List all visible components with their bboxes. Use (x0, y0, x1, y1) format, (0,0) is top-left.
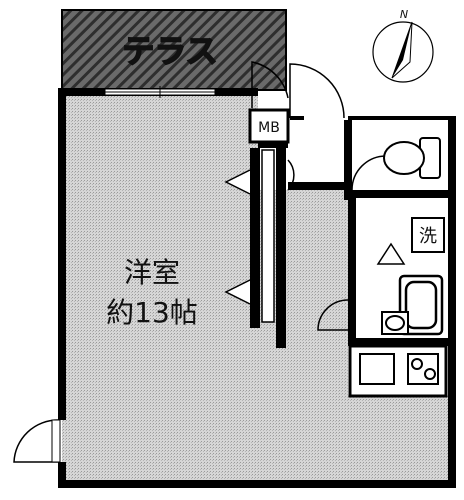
laundry-box: 洗 (411, 217, 445, 253)
washbasin-icon (381, 311, 409, 335)
terrace-window (104, 86, 216, 98)
closet (224, 142, 288, 348)
entrance-floor (348, 395, 448, 482)
compass: N (372, 8, 434, 83)
shower-icon (376, 242, 406, 265)
room-name: 洋室 (124, 256, 180, 289)
bath-area: 洗 (317, 198, 448, 346)
compass-north-label: N (400, 8, 408, 21)
toilet-icon (383, 137, 441, 179)
laundry-label: 洗 (419, 226, 437, 247)
toilet-room (288, 120, 448, 200)
terrace-area (61, 9, 287, 91)
kitchen-counter (348, 344, 448, 398)
meter-box-label: MB (258, 120, 280, 136)
bath-door (317, 299, 349, 331)
room-size: 約13帖 (106, 296, 198, 329)
western-room-label: 洋室 約13帖 (106, 256, 198, 329)
western-room-floor (62, 92, 258, 482)
upper-door (251, 61, 345, 119)
entrance-door (13, 419, 62, 463)
bathtub-icon (398, 274, 444, 336)
sink-icon (359, 353, 395, 385)
stove-icon (407, 353, 439, 385)
terrace-label: テラス (122, 32, 217, 70)
terrace: テラス (61, 9, 287, 91)
meter-box: MB (248, 108, 290, 144)
